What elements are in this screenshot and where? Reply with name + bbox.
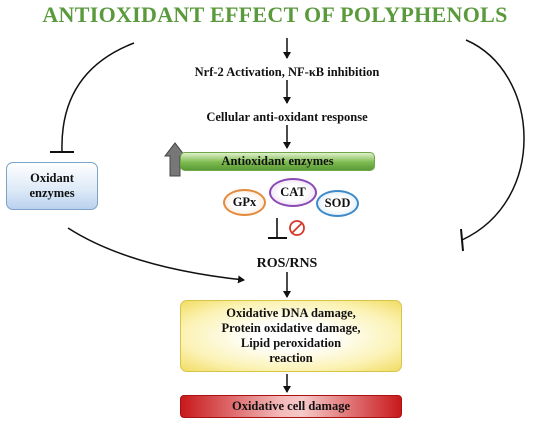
gpx-ellipse: GPx [223,189,266,216]
damage-line-4: reaction [269,351,313,365]
oxidative-damage-box: Oxidative DNA damage, Protein oxidative … [180,300,402,372]
oxidant-enzymes-line-2: enzymes [29,186,75,200]
no-symbol-icon [289,220,305,236]
damage-line-3: Lipid peroxidation [240,336,342,350]
sod-ellipse: SOD [316,190,359,217]
damage-line-1: Oxidative DNA damage, [226,306,356,320]
antioxidant-enzymes-box: Antioxidant enzymes [180,152,375,171]
cat-ellipse: CAT [269,178,317,207]
oxidant-enzymes-line-1: Oxidant [30,171,74,185]
curve-inhibit-oxidant-enzymes [61,42,135,153]
nrf2-label: Nrf-2 Activation, NF-κB inhibition [194,65,380,79]
curve-inhibit-ros [461,39,525,241]
diagram-title: ANTIOXIDANT EFFECT OF POLYPHENOLS [42,2,508,27]
oxidant-enzymes-box: Oxidant enzymes [6,162,98,210]
damage-line-2: Protein oxidative damage, [221,321,361,335]
cellular-response-label: Cellular anti-oxidant response [206,110,368,124]
oxidative-cell-damage-box: Oxidative cell damage [180,395,402,418]
arrow-oxidant-to-ros [67,227,245,284]
inhibit-bar-right [460,228,464,252]
ros-rns-label: ROS/RNS [256,256,318,271]
